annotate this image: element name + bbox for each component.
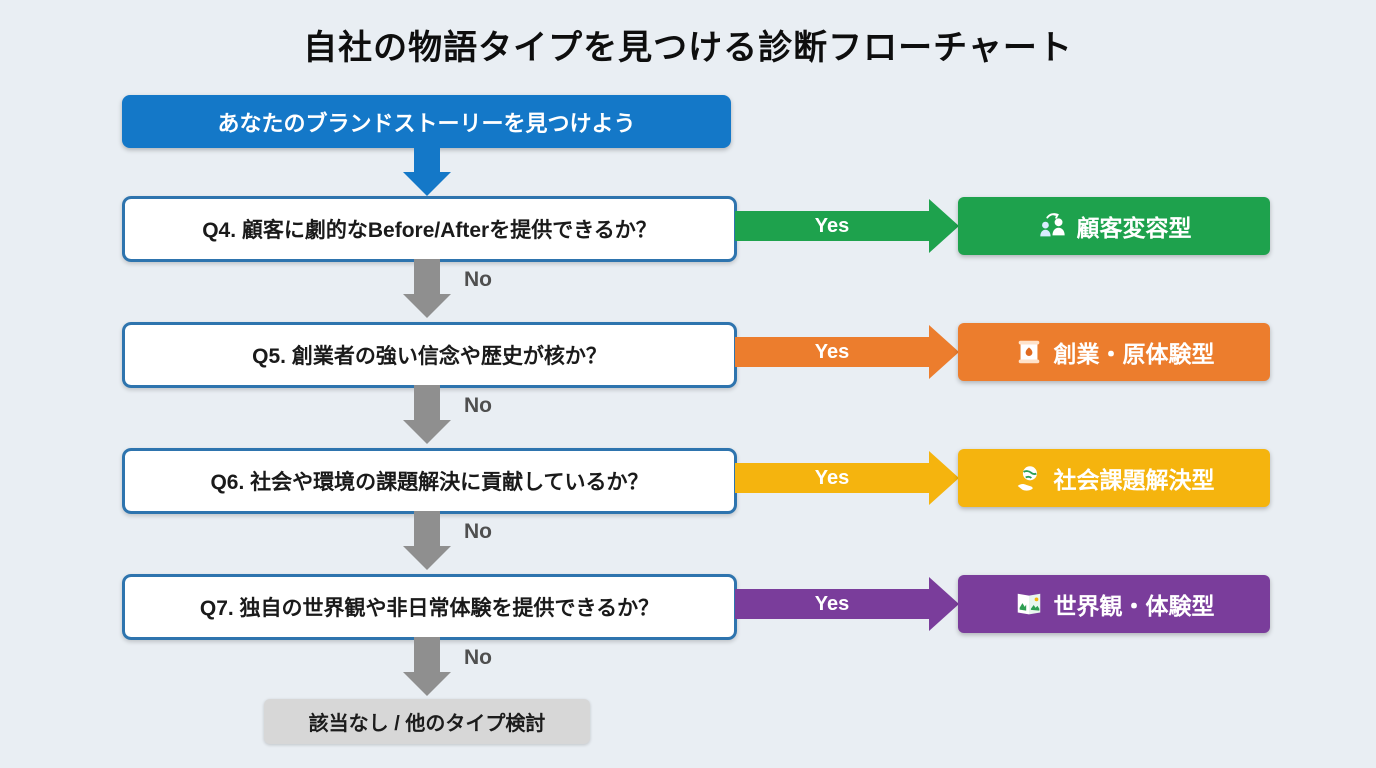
yes-arrowhead-q4: [929, 199, 959, 253]
result-label: 創業・原体験型: [1053, 341, 1215, 367]
world-experience-icon: [1017, 593, 1040, 615]
globe-hand-icon: [1017, 466, 1037, 491]
down-arrowhead-no-4: [403, 672, 451, 696]
start-node: あなたのブランドストーリーを見つけよう: [122, 95, 731, 148]
question-box-q4: Q4. 顧客に劇的なBefore/Afterを提供できるか？: [122, 196, 737, 262]
question-label: Q6. 社会や環境の課題解決に貢献しているか？: [210, 471, 649, 494]
no-label-3: No: [464, 520, 492, 543]
yes-arrowhead-q5: [929, 325, 959, 379]
down-arrowhead-start: [403, 172, 451, 196]
question-label: Q4. 顧客に劇的なBefore/Afterを提供できるか？: [202, 219, 657, 242]
result-box-customer-transformation: 顧客変容型: [958, 197, 1270, 255]
result-box-founder-origin: 創業・原体験型: [958, 323, 1270, 381]
yes-arrow-q6: Yes: [735, 463, 929, 493]
result-label: 社会課題解決型: [1053, 467, 1215, 493]
down-arrow-no-1: [414, 259, 440, 295]
yes-arrowhead-q6: [929, 451, 959, 505]
yes-arrow-q5: Yes: [735, 337, 929, 367]
yes-arrow-q7: Yes: [735, 589, 929, 619]
no-label-2: No: [464, 394, 492, 417]
yes-label: Yes: [814, 214, 850, 237]
no-label-4: No: [464, 646, 492, 669]
down-arrowhead-no-1: [403, 294, 451, 318]
down-arrow-no-3: [414, 511, 440, 547]
question-box-q7: Q7. 独自の世界観や非日常体験を提供できるか？: [122, 574, 737, 640]
result-box-social-issue: 社会課題解決型: [958, 449, 1270, 507]
question-label: Q7. 独自の世界観や非日常体験を提供できるか？: [199, 597, 660, 620]
yes-arrow-q4: Yes: [735, 211, 929, 241]
down-arrowhead-no-3: [403, 546, 451, 570]
result-label: 世界観・体験型: [1053, 593, 1215, 619]
page-title: 自社の物語タイプを見つける診断フローチャート: [303, 29, 1073, 67]
customer-transformation-icon: [1039, 213, 1065, 237]
no-label-1: No: [464, 268, 492, 291]
yes-label: Yes: [814, 466, 850, 489]
question-label: Q5. 創業者の強い信念や歴史が核か？: [252, 345, 607, 368]
result-label: 顧客変容型: [1076, 215, 1192, 241]
down-arrowhead-no-2: [403, 420, 451, 444]
yes-label: Yes: [814, 592, 850, 615]
result-box-worldview-experience: 世界観・体験型: [958, 575, 1270, 633]
down-arrow-no-2: [414, 385, 440, 421]
down-arrow-start: [414, 147, 440, 173]
end-node: 該当なし / 他のタイプ検討: [264, 699, 590, 744]
yes-arrowhead-q7: [929, 577, 959, 631]
question-box-q6: Q6. 社会や環境の課題解決に貢献しているか？: [122, 448, 737, 514]
founder-scroll-icon: [1018, 340, 1039, 364]
yes-label: Yes: [814, 340, 850, 363]
down-arrow-no-4: [414, 637, 440, 673]
question-box-q5: Q5. 創業者の強い信念や歴史が核か？: [122, 322, 737, 388]
